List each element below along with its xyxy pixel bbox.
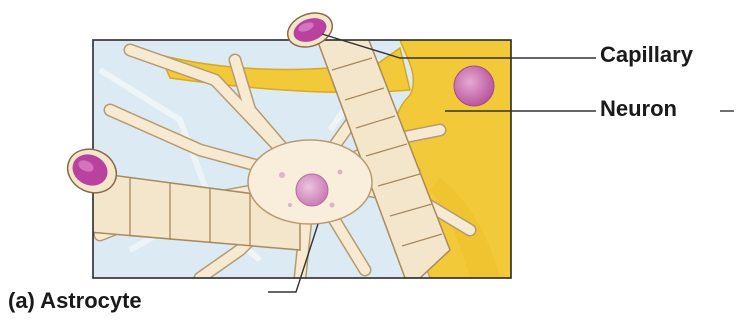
astrocyte-label: (a) Astrocyte: [8, 288, 142, 314]
neuron-label: Neuron: [600, 96, 677, 122]
tissue-panel: [88, 30, 511, 278]
astrocyte-nucleus: [296, 174, 328, 206]
capillary-label: Capillary: [600, 42, 693, 68]
